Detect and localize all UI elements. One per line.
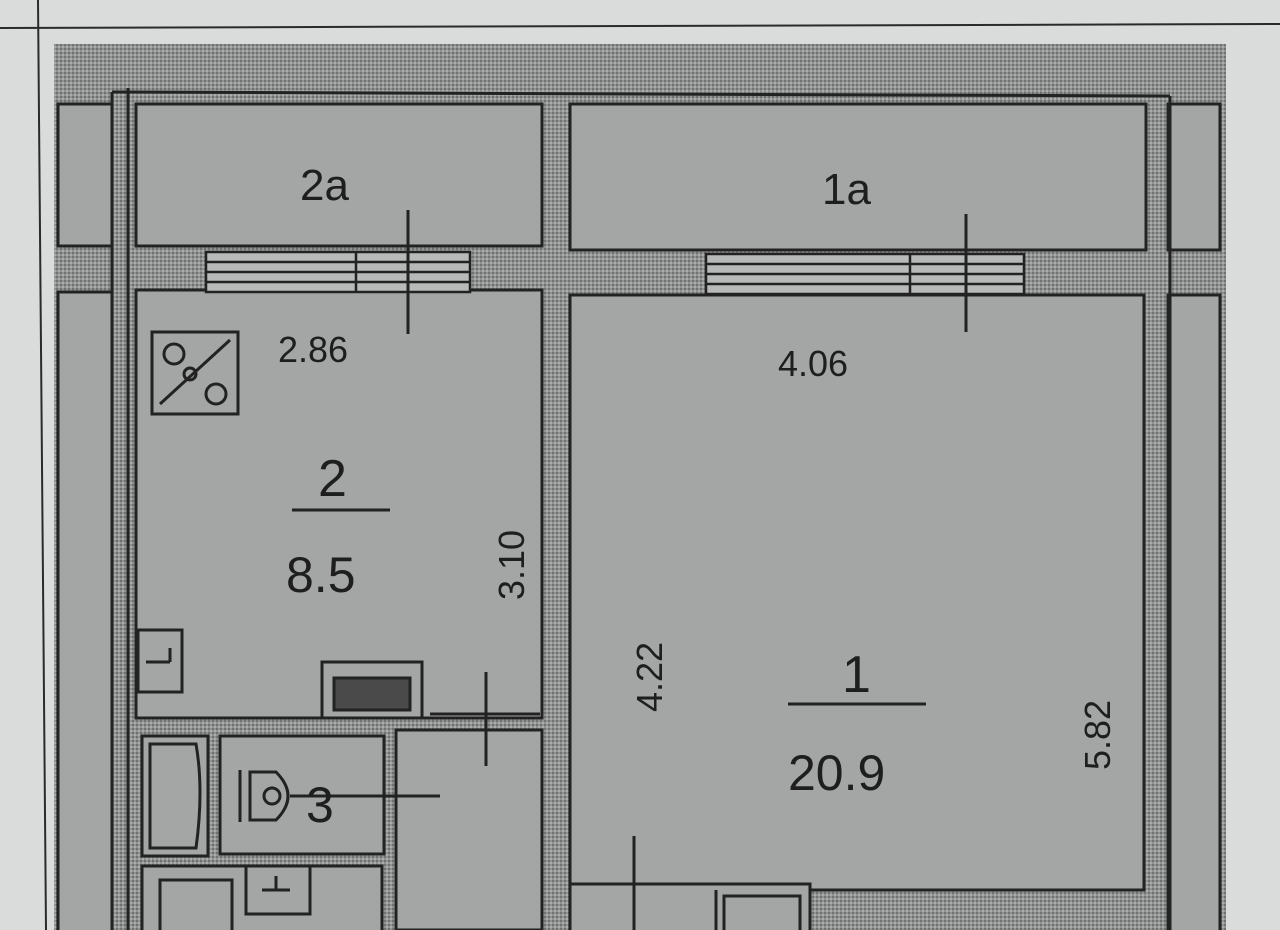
lower-room-divider (158, 878, 802, 930)
dimension-room1-width: 4.06 (778, 343, 848, 384)
room-1a-outline (568, 102, 1148, 252)
dimension-room1-length: 5.82 (1077, 700, 1118, 770)
top-right-strip-outline (1166, 102, 1222, 252)
toilet-icon (238, 770, 290, 822)
room-1a-label: 1a (822, 165, 871, 214)
window-left (204, 250, 472, 294)
bathtub-icon (148, 742, 202, 850)
room-1-number: 1a (0, 0, 18, 4)
room-2a-outline (134, 102, 544, 248)
lower-room-left-outline (140, 864, 384, 930)
room-2-area: 8.5 (286, 547, 356, 603)
area-divider-lines (292, 508, 926, 706)
lower-sink-icon (244, 864, 312, 916)
room-2-number: 2 (318, 450, 347, 508)
rooms (56, 102, 1222, 930)
window-right (704, 252, 1026, 296)
top-left-strip-outline (56, 102, 114, 248)
right-strip-outline (1166, 293, 1222, 930)
room-1-area: 20.9 (788, 745, 885, 801)
kitchen-fixture-icon (136, 628, 184, 694)
dimension-room2-width: 2.86 (278, 329, 348, 370)
room-2a-label: 2a (300, 161, 349, 210)
dimension-room1-inner-length: 4.22 (629, 642, 670, 712)
lower-room-right-outline (568, 882, 812, 930)
dimension-room2-length: 3.10 (491, 530, 532, 600)
sink-icon (320, 660, 424, 720)
room-1-number-text: 1 (842, 646, 871, 704)
outer-walls (110, 88, 1172, 930)
corridor-outline (394, 728, 544, 930)
stove-icon (150, 330, 240, 416)
room-3-number: 3 (306, 777, 334, 833)
door-marks (290, 210, 968, 930)
left-strip-outline (56, 290, 114, 930)
